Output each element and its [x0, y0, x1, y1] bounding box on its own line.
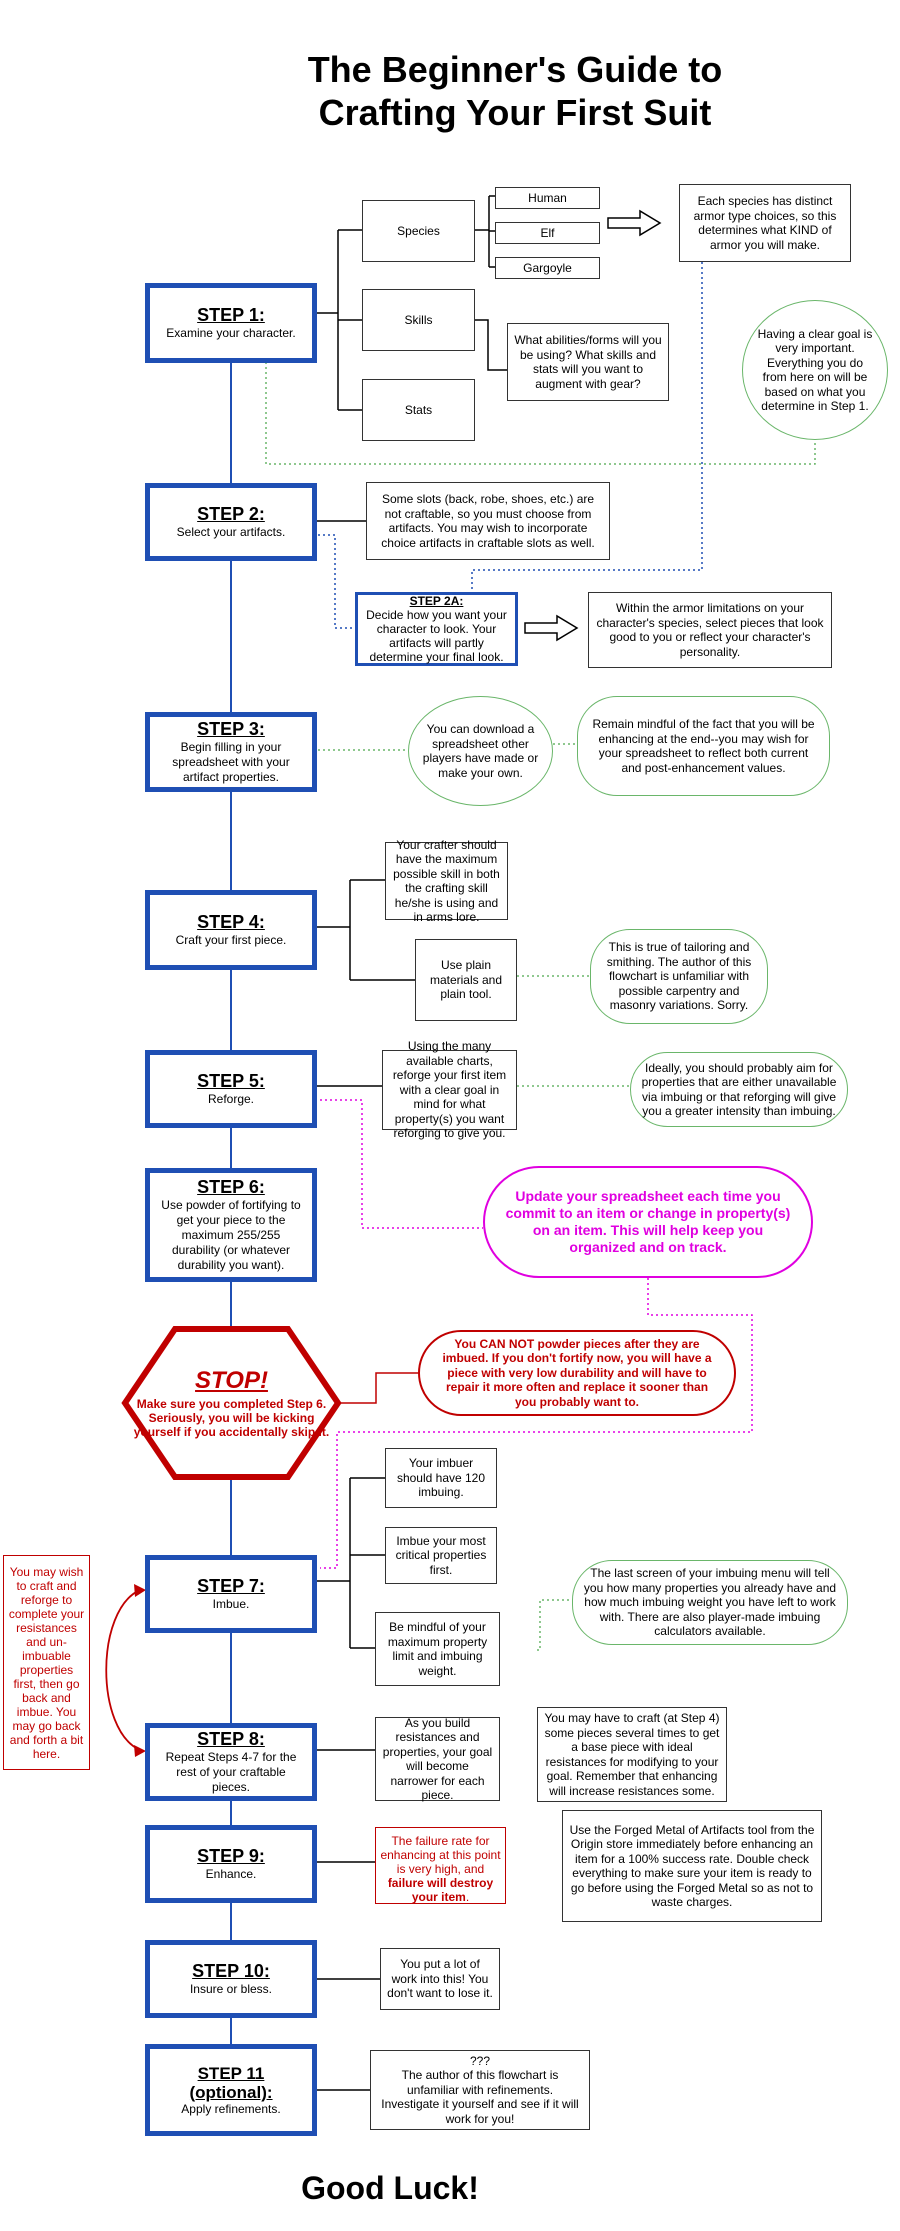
step-7-box: STEP 7: Imbue.	[145, 1555, 317, 1633]
step-10-box: STEP 10: Insure or bless.	[145, 1940, 317, 2018]
step-2a-box: STEP 2A: Decide how you want your charac…	[355, 592, 518, 666]
step-2-box: STEP 2: Select your artifacts.	[145, 483, 317, 561]
step-4-skill-note: Your crafter should have the maximum pos…	[385, 838, 508, 924]
title-line-1: The Beginner's Guide to	[307, 49, 723, 90]
step-3-box: STEP 3: Begin filling in your spreadshee…	[145, 712, 317, 792]
step-4-box: STEP 4: Craft your first piece.	[145, 890, 317, 970]
step-11-heading: STEP 11 (optional):	[189, 2063, 273, 2102]
step-7-heading: STEP 7:	[197, 1576, 265, 1596]
step-9-heading: STEP 9:	[197, 1846, 265, 1866]
step-9-text: Enhance.	[205, 1867, 257, 1881]
step-8-text: Repeat Steps 4-7 for the rest of your cr…	[165, 1750, 297, 1794]
step-2a-text: Decide how you want your character to lo…	[366, 608, 507, 664]
step-4-text: Craft your first piece.	[175, 933, 287, 947]
skills-note: What abilities/forms will you be using? …	[507, 323, 669, 401]
goal-note: Having a clear goal is very important. E…	[742, 300, 888, 440]
step-2a-heading: STEP 2A:	[409, 594, 464, 608]
species-human: Human	[495, 187, 600, 209]
step-1-heading: STEP 1:	[197, 305, 265, 325]
step-9-warning-c: .	[465, 1890, 470, 1904]
step-7-limit-note: Be mindful of your maximum property limi…	[375, 1612, 500, 1686]
step-5-text: Reforge.	[207, 1092, 255, 1106]
step-8-resist-note: As you build resistances and properties,…	[375, 1716, 500, 1802]
step-3-spreadsheet-note: You can download a spreadsheet other pla…	[408, 696, 553, 806]
step-5-heading: STEP 5:	[197, 1071, 265, 1091]
species-note: Each species has distinct armor type cho…	[679, 184, 851, 262]
step-9-warning-a: The failure rate for enhancing at this p…	[380, 1834, 501, 1876]
step-9-warning: The failure rate for enhancing at this p…	[375, 1827, 506, 1904]
title-line-2: Crafting Your First Suit	[318, 92, 712, 133]
step-7-imbuer-note: Your imbuer should have 120 imbuing.	[385, 1448, 497, 1508]
loop-note: You may wish to craft and reforge to com…	[3, 1555, 90, 1770]
stop-heading: STOP!	[195, 1367, 268, 1394]
step-11-box: STEP 11 (optional): Apply refinements.	[145, 2044, 317, 2136]
step-4-heading: STEP 4:	[197, 912, 265, 932]
stop-note: You CAN NOT powder pieces after they are…	[418, 1330, 736, 1416]
step-9-box: STEP 9: Enhance.	[145, 1825, 317, 1903]
step-5-box: STEP 5: Reforge.	[145, 1050, 317, 1128]
step-3-enhance-note: Remain mindful of the fact that you will…	[577, 696, 830, 796]
step-11-note-text: The author of this flowchart is unfamili…	[381, 2068, 579, 2126]
step-4-materials-note: Use plain materials and plain tool.	[415, 939, 517, 1021]
page-title: The Beginner's Guide to Crafting Your Fi…	[250, 48, 780, 134]
step-1-text: Examine your character.	[166, 326, 296, 340]
step-2a-note: Within the armor limitations on your cha…	[588, 592, 832, 668]
step-7-menu-note: The last screen of your imbuing menu wil…	[572, 1560, 848, 1645]
step-7-text: Imbue.	[212, 1597, 250, 1611]
stop-text: Make sure you completed Step 6. Seriousl…	[133, 1397, 330, 1439]
step-9-forged-metal-note: Use the Forged Metal of Artifacts tool f…	[562, 1810, 822, 1922]
species-gargoyle: Gargoyle	[495, 257, 600, 279]
step-7-critical-note: Imbue your most critical properties firs…	[385, 1527, 497, 1584]
step-2-note: Some slots (back, robe, shoes, etc.) are…	[366, 482, 610, 560]
step-2-heading: STEP 2:	[197, 504, 265, 524]
step-11-question: ???	[469, 2053, 491, 2068]
step-3-text: Begin filling in your spreadsheet with y…	[172, 740, 290, 784]
stop-sign: STOP! Make sure you completed Step 6. Se…	[125, 1329, 338, 1477]
step-2-text: Select your artifacts.	[176, 525, 286, 539]
step-8-heading: STEP 8:	[197, 1729, 265, 1749]
step-11-note: ??? The author of this flowchart is unfa…	[370, 2050, 590, 2130]
step-5-imbue-note: Ideally, you should probably aim for pro…	[630, 1052, 848, 1127]
step-8-box: STEP 8: Repeat Steps 4-7 for the rest of…	[145, 1723, 317, 1801]
step-6-box: STEP 6: Use powder of fortifying to get …	[145, 1168, 317, 1282]
stop-octagon-shape	[121, 1326, 342, 1480]
branch-stats: Stats	[362, 379, 475, 441]
branch-species: Species	[362, 200, 475, 262]
step-9-warning-b: failure will destroy your item	[387, 1876, 494, 1904]
step-6-text: Use powder of fortifying to get your pie…	[161, 1198, 301, 1272]
footer-good-luck: Good Luck!	[301, 2170, 479, 2206]
step-4-tailoring-note: This is true of tailoring and smithing. …	[590, 929, 768, 1024]
branch-skills: Skills	[362, 289, 475, 351]
step-10-heading: STEP 10:	[192, 1961, 270, 1981]
step-10-text: Insure or bless.	[189, 1982, 273, 1996]
species-elf: Elf	[495, 222, 600, 244]
step-11-text: Apply refinements.	[181, 2101, 281, 2116]
step-3-heading: STEP 3:	[197, 719, 265, 739]
step-1-box: STEP 1: Examine your character.	[145, 283, 317, 363]
step-5-reforge-note: Using the many available charts, reforge…	[382, 1039, 517, 1140]
spreadsheet-update-note: Update your spreadsheet each time you co…	[483, 1166, 813, 1278]
step-8-craft-note: You may have to craft (at Step 4) some p…	[537, 1707, 727, 1802]
step-10-note: You put a lot of work into this! You don…	[380, 1948, 500, 2010]
step-6-heading: STEP 6:	[197, 1177, 265, 1197]
